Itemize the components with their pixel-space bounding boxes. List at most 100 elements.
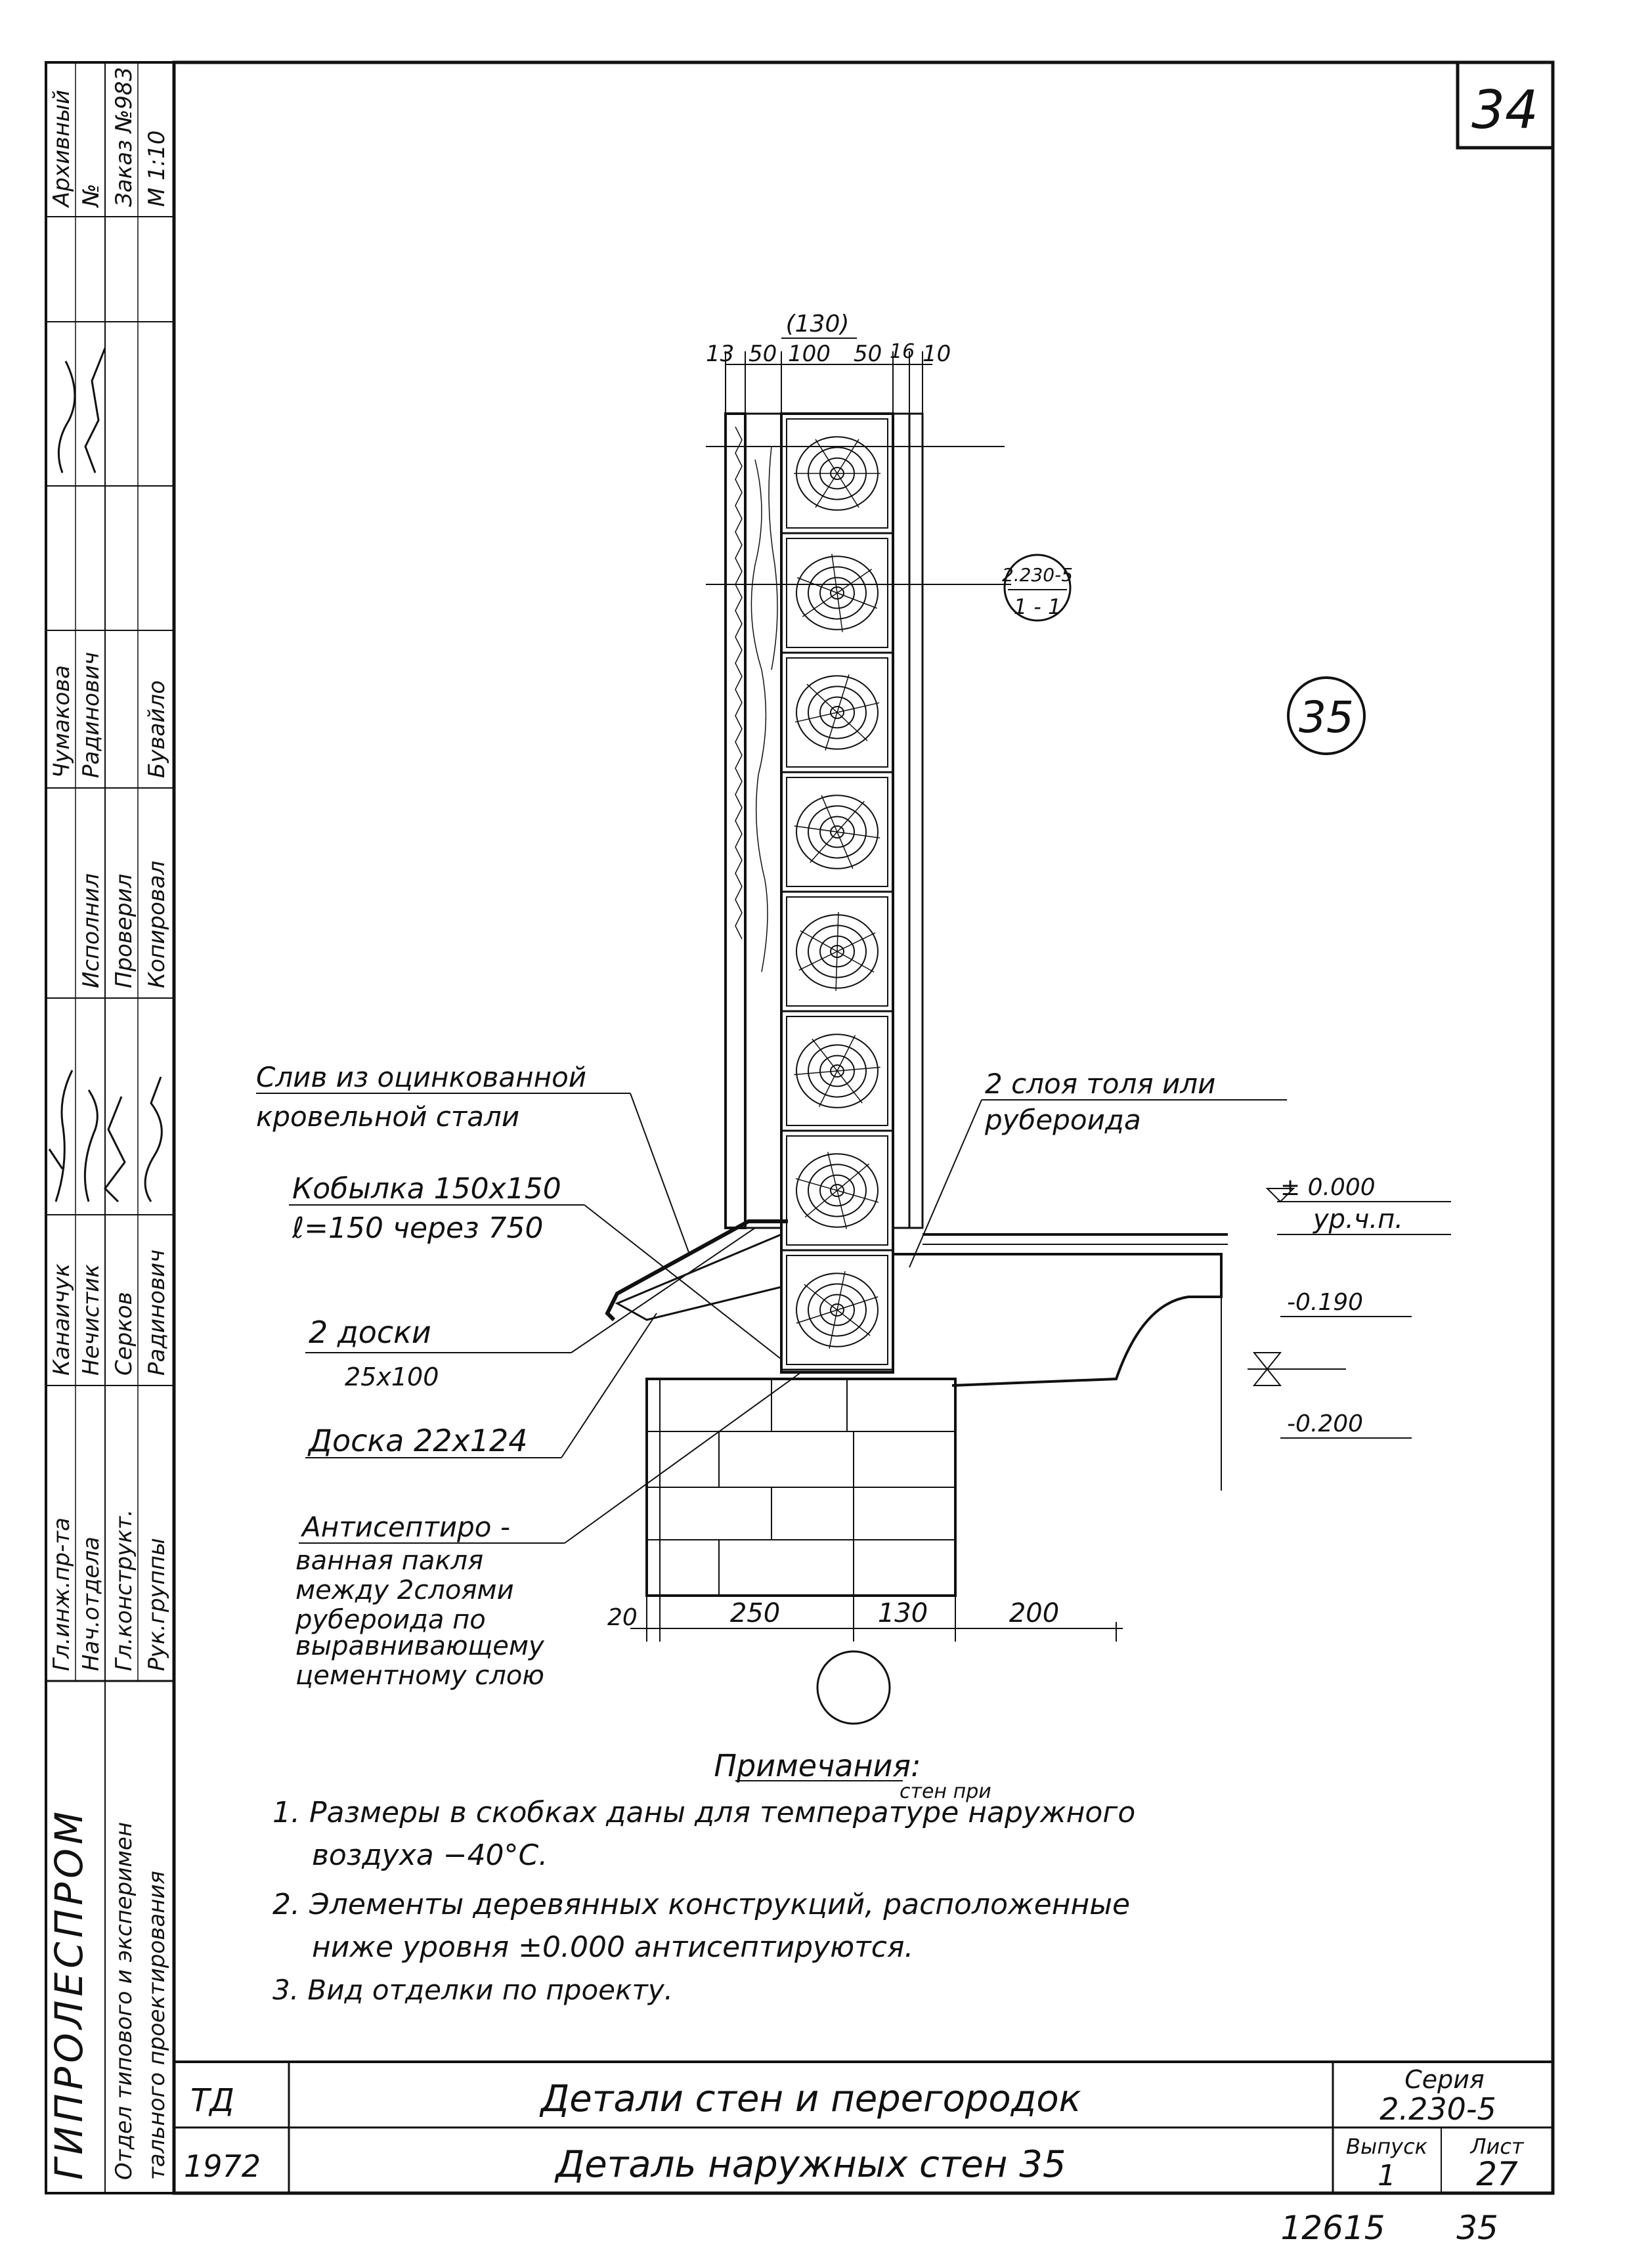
- log-crack: [836, 569, 873, 594]
- log-crack: [836, 1190, 879, 1203]
- tb-title-2: Деталь наружных стен 35: [554, 2143, 1066, 2186]
- level-1: -0.190: [1287, 1289, 1363, 1316]
- log-section: [786, 1016, 888, 1126]
- stamp-name-3: Серков: [111, 1292, 137, 1376]
- log-crack: [796, 1309, 838, 1324]
- log-ring: [796, 795, 879, 869]
- level-floor: ур.ч.п.: [1313, 1204, 1403, 1234]
- log-crack: [836, 1066, 880, 1072]
- stamp-org: ГИПРОЛЕСПРОМ: [47, 1808, 91, 2180]
- log-ring: [830, 586, 844, 600]
- log-crack: [836, 800, 865, 833]
- log-crack: [812, 1038, 838, 1072]
- tb-vypusk-value: 1: [1378, 2159, 1396, 2192]
- note-1a: 1. Размеры в скобках даны для температур…: [272, 1796, 1135, 1829]
- callout-anti-3: между 2слоями: [295, 1575, 514, 1605]
- callout-anti-2: ванная пакля: [295, 1546, 483, 1576]
- log-crack: [802, 592, 838, 617]
- log-crack: [836, 592, 843, 632]
- log-crack: [836, 473, 859, 508]
- log-crack: [836, 831, 854, 869]
- log-ring: [808, 566, 867, 620]
- stamp-name2-1: Чумакова: [49, 665, 75, 778]
- log-ring: [819, 1294, 855, 1326]
- log-crack: [836, 1163, 870, 1191]
- dim-top-100: 100: [788, 341, 831, 367]
- wood-grain: [750, 446, 778, 972]
- tb-below-2: 35: [1456, 2209, 1498, 2247]
- tb-seria-label: Серия: [1404, 2065, 1485, 2094]
- log-ring: [796, 1153, 879, 1228]
- callout-tol-2: рубероида: [984, 1104, 1141, 1136]
- log-ring: [830, 1064, 844, 1078]
- dim-top-13: 13: [706, 341, 734, 367]
- tb-below-1: 12615: [1280, 2209, 1385, 2247]
- tb-list-value: 27: [1476, 2155, 1518, 2193]
- log-ring: [819, 577, 855, 609]
- log-section: [786, 777, 888, 887]
- log-crack: [836, 674, 850, 713]
- insulation-layer: [735, 426, 743, 940]
- stamp-dept-1: Отдел типового и эксперимен: [111, 1822, 137, 2180]
- log-ring: [808, 1164, 867, 1217]
- log-crack: [815, 473, 838, 508]
- log-section: [786, 896, 888, 1007]
- log-crack: [829, 1309, 838, 1349]
- tb-year: 1972: [184, 2148, 261, 2184]
- stamp-dept-2: тального проектирования: [144, 1871, 170, 2180]
- stamp-scale: М 1:10: [144, 131, 170, 207]
- note-1b: воздуха −40°С.: [312, 1839, 548, 1872]
- log-crack: [836, 712, 868, 741]
- log-ring: [796, 1273, 879, 1347]
- callout-anti-4: рубероида по: [295, 1605, 486, 1635]
- log-crack: [818, 1070, 838, 1107]
- log-crack: [836, 1309, 871, 1336]
- signature-5: [57, 360, 76, 473]
- callout-anti-1: Антисептиро -: [300, 1511, 510, 1543]
- title-block: ТД 1972 Детали стен и перегородок Деталь…: [174, 2061, 1553, 2247]
- log-crack: [836, 912, 839, 952]
- stamp-name-2: Нечистик: [78, 1264, 104, 1376]
- log-crack: [835, 951, 838, 991]
- section-ref-top: 2.230-5: [1002, 564, 1073, 586]
- signature-3: [104, 1096, 126, 1203]
- log-crack: [836, 592, 878, 609]
- log-crack: [795, 1178, 838, 1191]
- drip-flashing: [605, 1219, 788, 1322]
- note-2b: ниже уровня ±0.000 антисептируются.: [312, 1930, 913, 1964]
- log-crack: [794, 712, 838, 723]
- stamp-name-4: Радинович: [144, 1250, 170, 1376]
- log-ring: [808, 925, 867, 978]
- air-layer: [744, 412, 783, 1229]
- stamp-role2-3: Копировал: [144, 861, 170, 988]
- callout-kobylka-2: ℓ=150 через 750: [292, 1211, 543, 1245]
- log-crack: [827, 1152, 838, 1191]
- note-1-insert: стен при: [900, 1780, 991, 1803]
- signature-2: [83, 1089, 98, 1202]
- log-crack: [836, 702, 880, 713]
- log-section: [786, 1135, 888, 1246]
- dim-bottom-20: 20: [607, 1604, 638, 1631]
- tb-seria-value: 2.230-5: [1379, 2091, 1496, 2127]
- callout-anti-5: выравнивающему: [295, 1631, 545, 1661]
- dim-bottom-200: 200: [1009, 1598, 1059, 1628]
- stamp-role2-2: Проверил: [111, 874, 137, 988]
- log-crack: [836, 831, 880, 839]
- dim-bottom-250: 250: [730, 1598, 780, 1628]
- tb-td: ТД: [190, 2082, 234, 2119]
- stamp-archive-no: №: [78, 184, 104, 208]
- log-section: [786, 418, 888, 529]
- log-ring: [830, 706, 844, 719]
- log-ring: [808, 805, 867, 859]
- log-ring: [808, 1044, 867, 1098]
- log-stack: [780, 412, 894, 1374]
- log-crack: [825, 712, 838, 751]
- sheet-corner-number: 34: [1471, 79, 1538, 141]
- axis-circle: [816, 1650, 891, 1725]
- log-crack: [810, 831, 838, 863]
- stamp-name-1: Канаичук: [49, 1263, 75, 1376]
- callout-sliv-2: кровельной стали: [256, 1101, 519, 1133]
- sheet-corner-box: [1456, 60, 1555, 150]
- note-2a: 2. Элементы деревянных конструкций, расп…: [272, 1888, 1130, 1921]
